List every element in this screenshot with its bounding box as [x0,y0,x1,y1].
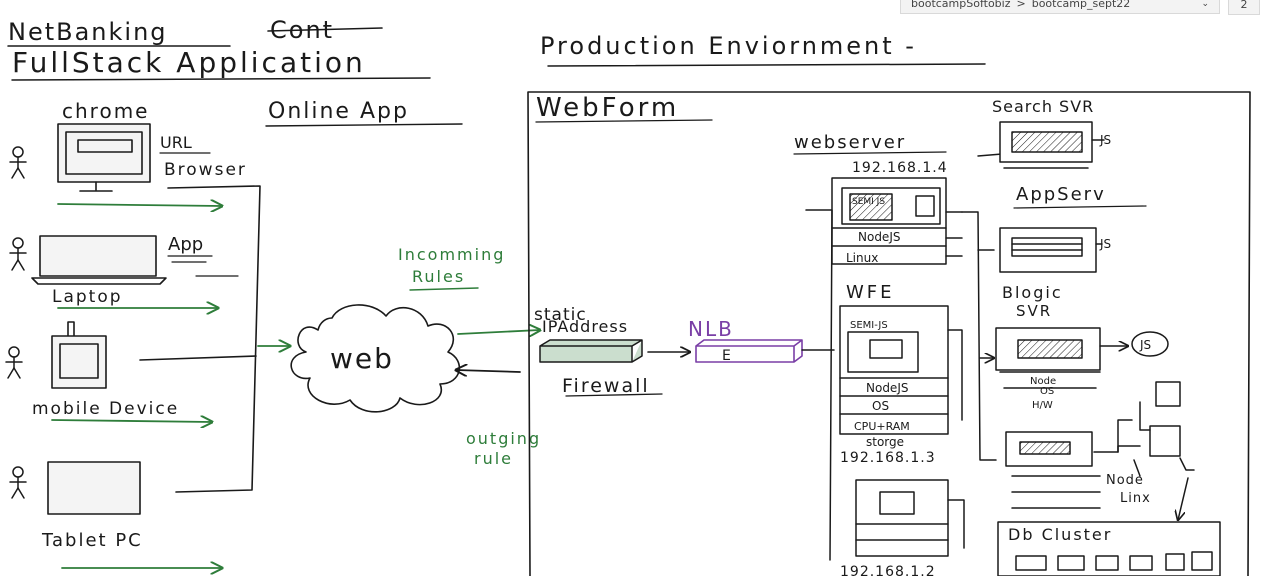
network-section: web Incomming Rules outging rule static … [257,245,835,468]
nlb-inner-label: E [722,348,731,364]
wfe-storage-label: storge [866,435,904,449]
wfe-os-label: OS [872,399,889,413]
node-server-hw: H/W [1032,400,1053,411]
outgoing-rule-line2: rule [474,449,513,468]
title-block: NetBanking Cont FullStack Application Pr… [7,16,986,81]
online-app-label: Online App [268,99,409,124]
linux-label: Linx [1120,491,1151,506]
tablet-label: Tablet PC [41,530,143,551]
title-line2: FullStack Application [12,46,366,79]
mobile-label: mobile Device [32,399,179,419]
app-server-icon [999,227,1103,273]
webserver-stack [805,177,963,561]
web-label: web [330,342,394,375]
env-title: Production Enviornment - [540,32,917,60]
third-server-ip: 192.168.1.2 [840,564,936,576]
incoming-underline [409,287,479,291]
nlb-label: NLB [688,317,734,341]
firewall-underline [565,393,663,397]
wfe-ip: 192.168.1.3 [840,450,936,466]
search-server-icon [999,121,1105,169]
incoming-rules-line1: Incomming [398,245,505,264]
appserv-js-label: JS [1099,237,1111,251]
firewall-label: Firewall [562,375,650,397]
wfe-node-label: NodeJS [866,381,908,395]
outgoing-rule-line1: outging [466,429,541,448]
backend-connectors [961,153,1195,520]
node-server-icon [995,327,1169,389]
app-label: App [168,234,203,255]
firewall-device [539,339,643,363]
webform-section: WebForm webserver 192.168.1.4 SEMI JS No… [527,91,1251,576]
node-label: Node [1106,473,1144,488]
db-cluster-box [997,521,1221,576]
user-icon [9,146,27,179]
ip-address-label: IPAddress [542,317,628,336]
breadcrumb-separator: > [1016,0,1026,10]
wfe-stack [839,305,963,435]
webform-underline [535,119,713,123]
monitor-icon [57,123,151,192]
title-line1: NetBanking [8,18,168,46]
title-underline2 [11,77,431,81]
node-server-os: OS [1040,386,1054,397]
window-extra-label: 2 [1240,0,1248,11]
wfe-top-label: SEMI-JS [850,320,888,331]
mobile-phone-icon [51,321,107,389]
online-app-underline [265,123,463,127]
webserver-underline [793,151,947,155]
webform-frame [527,91,1251,576]
chevron-down-icon[interactable]: ⌄ [1201,0,1209,9]
webserver-label: webserver [794,132,906,153]
webserver-os-label: Linux [846,251,878,265]
appserv-underline [1013,205,1147,209]
wfe-label: WFE [846,282,895,303]
third-server-stack [855,479,965,557]
window-extra-button[interactable]: 2 [1228,0,1260,15]
env-underline [547,63,986,67]
web-cloud [290,304,461,413]
user-icon [5,346,23,379]
breadcrumb-notebook[interactable]: bootcampSoftobiz [911,0,1011,10]
cluster-server-icon [1005,381,1181,509]
user-icon [9,237,27,271]
webserver-node-label: NodeJS [858,230,900,244]
search-js-label: JS [1099,133,1111,147]
wfe-hw-label: CPU+RAM [854,420,910,433]
breadcrumb[interactable]: bootcampSoftobiz > bootcamp_sept22 ⌄ [900,0,1220,14]
laptop-icon [31,235,167,285]
user-icon [9,466,27,499]
tablet-icon [47,461,141,515]
blogic-line1: Blogic [1002,283,1063,302]
db-cluster-label: Db Cluster [1008,525,1112,544]
arrow-browser [57,204,222,206]
incoming-arrow [457,330,540,334]
chrome-label: chrome [62,99,149,123]
breadcrumb-section[interactable]: bootcamp_sept22 [1031,0,1131,10]
webform-title: WebForm [536,93,679,123]
arrow-mobile [51,420,212,422]
static-label: static [534,305,587,325]
webserver-ip: 192.168.1.4 [852,160,948,176]
blogic-line2: SVR [1016,302,1052,320]
browser-label: Browser [164,160,247,180]
nlb-device [695,339,803,363]
url-label: URL [160,133,192,152]
clients-section: chrome Online App URL Browser App [5,99,463,568]
strike-through-line [267,27,383,32]
laptop-label: Laptop [52,287,123,307]
client-bus-lines [139,185,261,493]
outgoing-arrow [456,370,521,372]
node-server-node: Node [1030,376,1056,387]
webserver-top-label: SEMI JS [852,197,885,207]
incoming-rules-line2: Rules [412,267,465,286]
appserv-label: AppServ [1016,184,1106,205]
node-server-js: JS [1139,338,1151,352]
search-svr-label: Search SVR [992,97,1094,116]
